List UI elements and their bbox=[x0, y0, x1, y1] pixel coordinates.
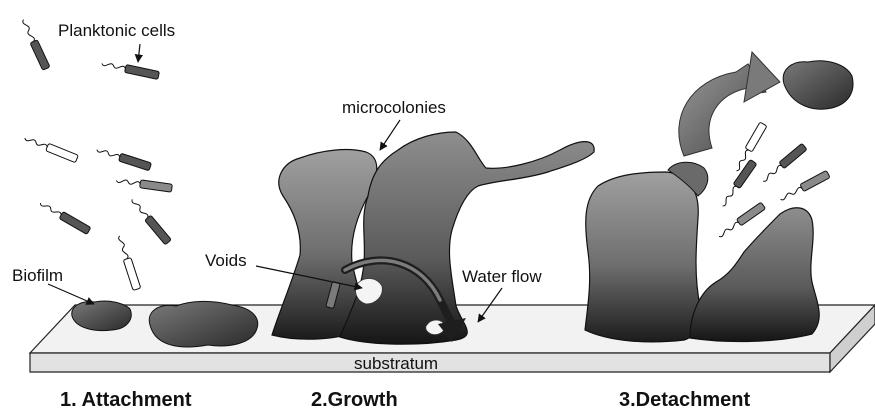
biofilm-leader bbox=[48, 284, 94, 304]
planktonic-cells-label: Planktonic cells bbox=[58, 22, 175, 39]
cell bbox=[101, 60, 159, 80]
cell bbox=[20, 18, 50, 70]
cell bbox=[116, 176, 173, 192]
water-flow-label: Water flow bbox=[462, 268, 542, 285]
cell bbox=[761, 143, 808, 184]
detach-colony-right bbox=[690, 208, 819, 342]
stage-growth-label: 2.Growth bbox=[311, 390, 398, 410]
microcolonies-leader bbox=[380, 120, 400, 150]
planktonic-leader bbox=[138, 44, 140, 62]
detached-clump bbox=[783, 61, 853, 109]
detach-colony-left bbox=[585, 162, 708, 342]
cell bbox=[779, 170, 830, 202]
cell bbox=[129, 197, 171, 245]
microcolonies-label: microcolonies bbox=[342, 99, 446, 116]
attached-clump-large bbox=[149, 301, 258, 347]
attached-clump-small bbox=[72, 301, 131, 331]
cell bbox=[116, 235, 141, 291]
stage-attachment-label: 1. Attachment bbox=[60, 390, 192, 410]
cell bbox=[719, 159, 757, 208]
detachment-curved-arrow bbox=[679, 52, 780, 156]
voids-label: Voids bbox=[205, 252, 247, 269]
cell bbox=[717, 202, 766, 240]
cell bbox=[23, 134, 78, 162]
cell bbox=[96, 146, 152, 171]
stage-detachment-label: 3.Detachment bbox=[619, 390, 750, 410]
substratum-label: substratum bbox=[354, 355, 438, 372]
cell bbox=[38, 200, 90, 235]
biofilm-label: Biofilm bbox=[12, 267, 63, 284]
